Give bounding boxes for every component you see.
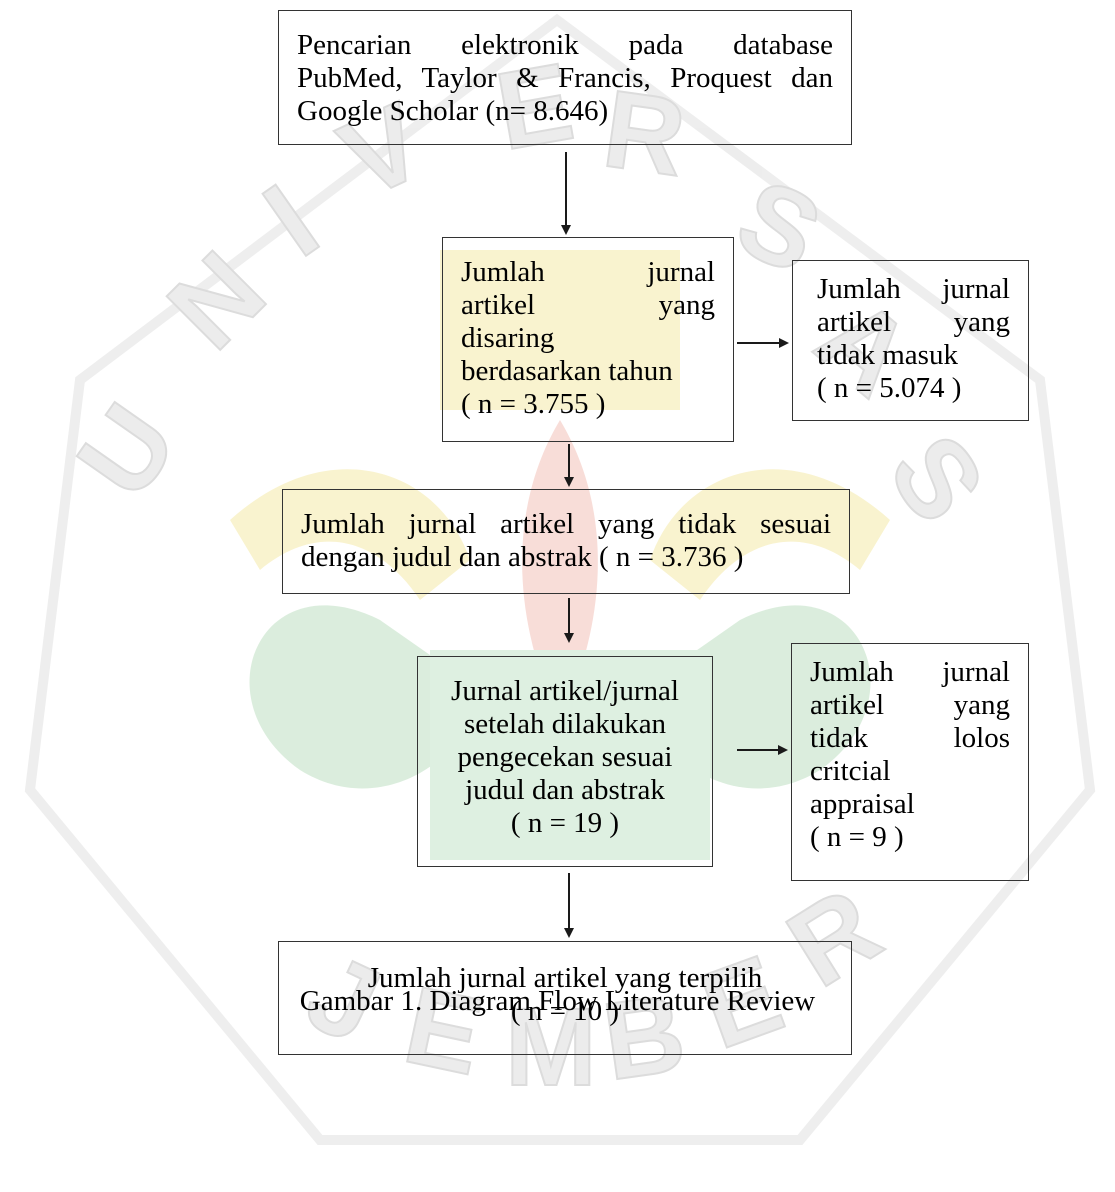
checked-line-3: pengecekan sesuai — [457, 741, 673, 773]
title-abstract-line-1: Jumlah jurnal artikel yang tidak sesuai — [301, 508, 831, 540]
year-filter-line-3: disaring — [461, 322, 555, 354]
excluded-year-line-2: artikel yang — [817, 306, 1010, 338]
figure-caption: Gambar 1. Diagram Flow Literature Review — [299, 985, 816, 1017]
search-box: Pencarian elektronik pada database PubMe… — [278, 10, 852, 145]
year-filter-line-4: berdasarkan tahun — [461, 355, 673, 387]
excluded-appraisal-line-2: artikel yang — [810, 689, 1010, 721]
excluded-year-line-4: ( n = 5.074 ) — [817, 372, 962, 404]
excluded-appraisal-line-4: critcial — [810, 755, 891, 787]
selected-line-1: Jumlah jurnal artikel yang terpilih — [367, 962, 763, 994]
excluded-year-box: Jumlah jurnal artikel yang tidak masuk (… — [792, 260, 1029, 421]
search-line-2: PubMed, Taylor & Francis, Proquest dan — [297, 62, 833, 94]
seal-green-panel — [430, 650, 710, 860]
checked-line-1: Jurnal artikel/jurnal — [451, 675, 679, 707]
year-filter-box: Jumlah jurnal artikel yang disaring berd… — [442, 237, 734, 442]
seal-flame — [522, 420, 598, 720]
search-line-1: Pencarian elektronik pada database — [297, 29, 833, 61]
checked-line-2: setelah dilakukan — [463, 708, 667, 740]
wm-letter: I — [243, 161, 339, 279]
seal-outline — [24, 13, 1096, 1145]
selected-line-2: ( n = 10 ) — [510, 995, 620, 1027]
wm-letter: R — [597, 67, 693, 200]
selected-box: Jumlah jurnal artikel yang terpilih ( n … — [278, 941, 852, 1055]
seal-gold-band — [440, 250, 680, 410]
excluded-year-line-1: Jumlah jurnal — [817, 273, 1010, 305]
excluded-appraisal-line-1: Jumlah jurnal — [810, 656, 1010, 688]
seal-gold-wave — [230, 469, 470, 600]
year-filter-line-2: artikel yang — [461, 289, 715, 321]
year-filter-line-1: Jumlah jurnal — [461, 256, 715, 288]
seal-shape — [24, 13, 1096, 1145]
search-line-3: Google Scholar (n= 8.646) — [297, 95, 609, 127]
excluded-appraisal-line-6: ( n = 9 ) — [810, 821, 904, 853]
checked-box: Jurnal artikel/jurnal setelah dilakukan … — [417, 656, 713, 867]
excluded-appraisal-line-5: appraisal — [810, 788, 915, 820]
title-abstract-line-2: dengan judul dan abstrak ( n = 3.736 ) — [301, 541, 744, 573]
wm-letter: B — [596, 971, 692, 1104]
seal-leaf-left — [249, 605, 480, 789]
title-abstract-box: Jumlah jurnal artikel yang tidak sesuai … — [282, 489, 850, 594]
year-filter-line-5: ( n = 3.755 ) — [461, 388, 606, 420]
seal-gold-wave-right — [650, 469, 890, 600]
excluded-appraisal-box: Jumlah jurnal artikel yang tidak lolos c… — [791, 643, 1029, 881]
wm-letter: M — [505, 986, 597, 1109]
wm-letter: N — [145, 229, 288, 372]
excluded-year-line-3: tidak masuk — [817, 339, 958, 371]
excluded-appraisal-line-3: tidak lolos — [810, 722, 1010, 754]
checked-line-5: ( n = 19 ) — [510, 807, 620, 839]
checked-line-4: judul dan abstrak — [465, 774, 665, 806]
